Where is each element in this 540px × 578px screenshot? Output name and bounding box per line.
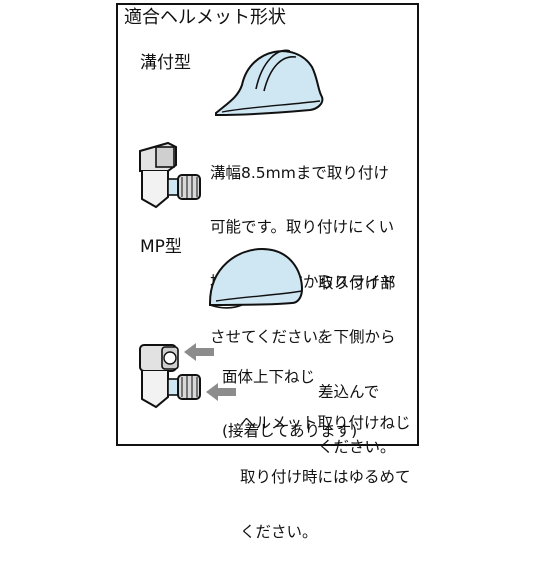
arrow-left-icon [206, 383, 236, 401]
helmet-compatibility-panel: 適合ヘルメット形状 溝付型 溝幅8.5mmまで取り付け 可能です。取り付けにくい… [116, 3, 419, 541]
arrow-left-icon [184, 343, 214, 361]
helmet-screw-callout: ヘルメット取り付けねじ 取り付け時にはゆるめて ください。 [240, 377, 411, 578]
callout-line: 面体上下ねじ [222, 367, 316, 386]
grooved-description-line: させてください。 [210, 328, 334, 347]
grooved-type-label: 溝付型 [140, 53, 191, 73]
grooved-helmet-icon [215, 49, 324, 117]
callout-line: ヘルメット取り付けねじ [240, 413, 411, 432]
grooved-description-line: 可能です。取り付けにくい [210, 218, 395, 237]
callout-line: ください。 [240, 523, 318, 542]
mp-helmet-icon [209, 247, 304, 309]
callout-line: 取り付け時にはゆるめて [240, 468, 411, 487]
grooved-description: 溝幅8.5mmまで取り付け 可能です。取り付けにくい 場合は、前方からスライド … [210, 127, 396, 383]
mp-description-line: 取り付け部 [318, 273, 396, 292]
grooved-mount-bracket-icon [139, 141, 201, 209]
face-screw-callout: 面体上下ねじ (接着してあります) [222, 331, 357, 477]
callout-line: (接着してあります) [222, 422, 358, 441]
mp-mount-bracket-icon [139, 344, 201, 409]
mp-type-label: MP型 [140, 237, 182, 257]
mp-description: 取り付け部 を下側から 差込んで ください。 [318, 237, 396, 493]
mp-description-line: 差込んで [318, 383, 380, 402]
mp-description-line: を下側から [318, 328, 396, 347]
grooved-description-line: 溝幅8.5mmまで取り付け [210, 163, 389, 182]
panel-title: 適合ヘルメット形状 [124, 7, 286, 28]
